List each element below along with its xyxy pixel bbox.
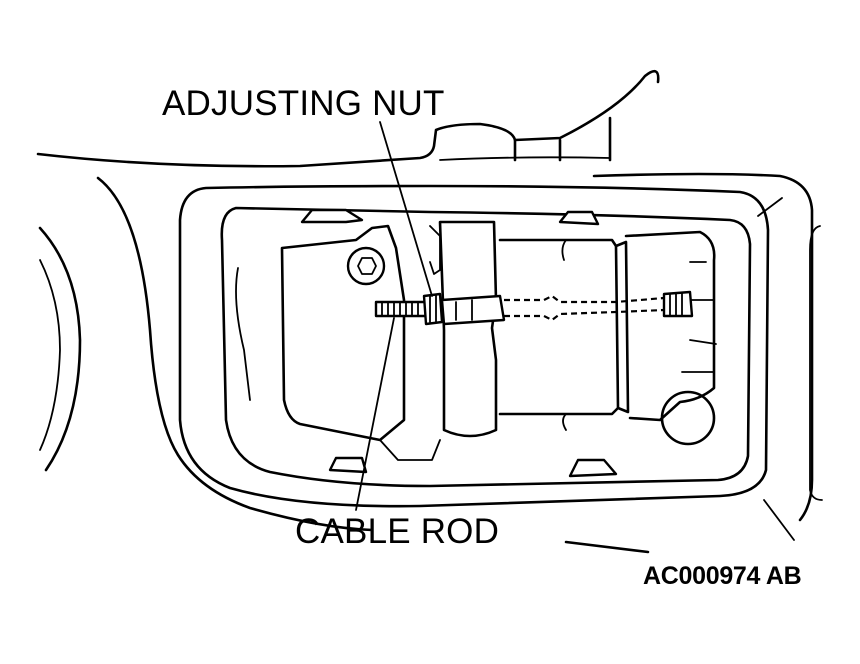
leader-adjusting-nut xyxy=(379,121,433,297)
cable-rod-thread xyxy=(381,301,419,317)
cable-end-fitting xyxy=(662,290,694,318)
adjusting-nut-label: ADJUSTING NUT xyxy=(162,84,445,123)
console-top-ridge xyxy=(439,156,611,161)
cable-equalizer xyxy=(440,294,506,326)
console-left-sweep xyxy=(96,176,374,532)
console-right-side xyxy=(809,225,823,501)
top-clip-right xyxy=(558,210,600,226)
bottom-clip-left xyxy=(328,456,368,474)
bottom-clip-right xyxy=(568,458,618,478)
lever-column xyxy=(438,220,498,438)
mount-bolt-hex xyxy=(357,257,377,275)
lever-column-edge xyxy=(429,225,441,275)
cable-end-thread xyxy=(669,292,683,317)
drum-flange xyxy=(614,240,630,414)
hidden-cable-lower xyxy=(504,308,665,322)
cable-equalizer-slot xyxy=(455,299,473,321)
console-left-arc xyxy=(38,226,82,472)
left-wall xyxy=(235,267,251,401)
right-housing xyxy=(624,230,716,422)
right-housing-detail xyxy=(681,261,717,373)
hidden-cable xyxy=(504,294,665,304)
trim-bezel-outer xyxy=(178,184,770,508)
adjusting-nut-face xyxy=(429,294,437,323)
leader-cable-rod xyxy=(355,317,395,511)
console-right-edge xyxy=(592,172,814,522)
cable-drum xyxy=(498,238,620,416)
mount-bolt xyxy=(346,246,386,286)
console-corner-mark xyxy=(757,197,795,541)
figure-code-label: AC000974 AB xyxy=(643,562,802,590)
trim-bezel-inner xyxy=(220,206,752,488)
adjusting-nut xyxy=(422,292,444,326)
right-round-boss xyxy=(660,390,716,446)
console-left-inner xyxy=(39,259,61,451)
left-bracket-foot xyxy=(379,439,441,461)
cable-rod-label: CABLE ROD xyxy=(295,512,500,551)
drum-ring-left xyxy=(561,239,567,431)
left-bracket xyxy=(280,224,406,442)
top-clip-left xyxy=(300,208,364,224)
console-outer-top xyxy=(36,69,660,168)
console-bottom-line xyxy=(564,540,650,554)
